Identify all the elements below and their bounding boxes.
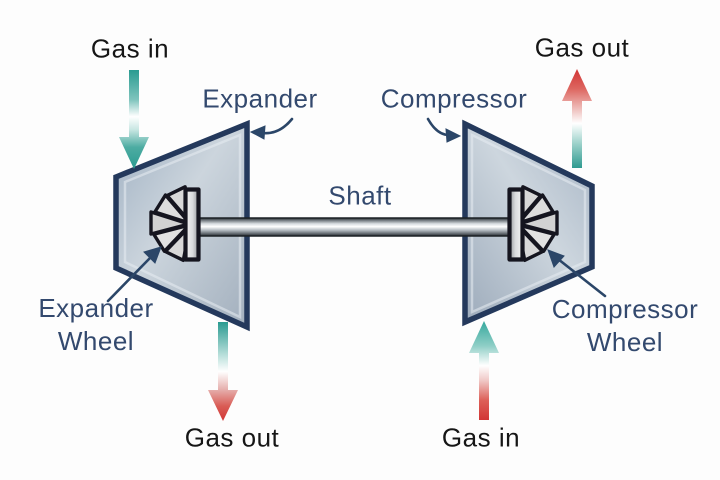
gas-out-arrow-expander (208, 322, 238, 421)
expander-wheel-pointer-arrow (106, 246, 162, 303)
expander-wheel-graphic (149, 185, 201, 263)
expander-wheel-label-line1: Expander (38, 293, 154, 323)
compressor-wheel-graphic (507, 185, 559, 263)
shaft-label: Shaft (328, 180, 392, 211)
gas-out-label-expander: Gas out (184, 422, 280, 453)
gas-in-arrow-expander (119, 70, 149, 169)
compressor-label: Compressor (380, 83, 528, 114)
expander-wheel-label: Expander Wheel (38, 292, 153, 358)
compressor-pointer-arrow (426, 117, 462, 143)
expander-wheel-label-line2: Wheel (57, 326, 135, 356)
gas-in-arrow-compressor (469, 321, 499, 420)
gas-out-arrow-compressor (562, 69, 592, 168)
expander-label: Expander (202, 83, 318, 114)
compressor-wheel-label: Compressor Wheel (552, 293, 699, 359)
shaft-graphic (195, 217, 515, 237)
expander-pointer-arrow (249, 117, 294, 140)
compressor-wheel-pointer-arrow (547, 249, 607, 298)
gas-in-label-expander: Gas in (90, 33, 170, 64)
gas-in-label-compressor: Gas in (441, 422, 521, 453)
compressor-wheel-label-line1: Compressor (551, 294, 699, 324)
gas-out-label-compressor: Gas out (534, 32, 630, 63)
compressor-wheel-label-line2: Wheel (586, 327, 664, 357)
